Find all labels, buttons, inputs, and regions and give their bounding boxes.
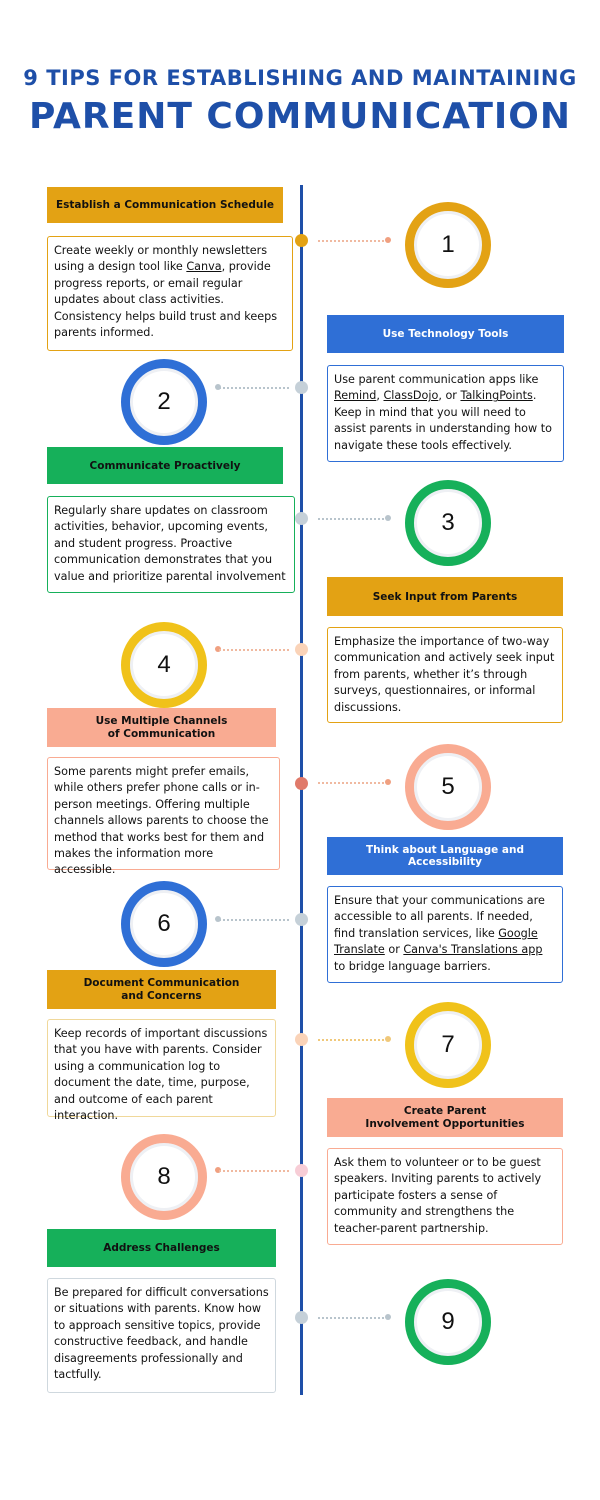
connector-4 [219,649,289,651]
tip-4-header: Seek Input from Parents [327,577,563,616]
connector-8 [219,1170,289,1172]
timeline-dot-2 [295,381,308,394]
tip-2-number-circle: 2 [121,359,207,445]
tip-1-box: Create weekly or monthly newsletters usi… [47,236,293,351]
tip-5-number-circle: 5 [405,744,491,830]
tip-3-box: Regularly share updates on classroom act… [47,496,295,593]
tip-6-header: Think about Language and Accessibility [327,837,563,875]
tip-7-header: Document Communication and Concerns [47,970,276,1009]
remind-link[interactable]: Remind [334,389,377,403]
timeline-dot-3 [295,512,308,525]
tip-5-box: Some parents might prefer emails, while … [47,757,280,876]
tip-6-box: Ensure that your communications are acce… [327,886,563,983]
tip-5-header: Use Multiple Channels of Communication [47,708,276,747]
connector-9 [318,1317,388,1319]
tip-1-number-circle: 1 [405,202,491,288]
title-line-2: PARENT COMMUNICATION [28,96,572,137]
canva-link[interactable]: Canva [186,260,222,274]
google-translate-link[interactable]: Google Translate [334,926,538,957]
tip-7-number-circle: 7 [405,1002,491,1088]
canva-translations-link[interactable]: Canva's Translations app [403,943,543,957]
connector-1 [318,240,388,242]
timeline-line [300,185,303,1395]
tip-7-box: Keep records of important discussions th… [47,1019,276,1122]
tip-8-header: Create Parent Involvement Opportunities [327,1098,563,1137]
classdojo-link[interactable]: ClassDojo [383,389,439,403]
tip-9-box: Be prepared for difficult conversations … [47,1278,276,1393]
timeline-dot-1 [295,234,308,247]
tip-1-header: Establish a Communication Schedule [47,187,283,223]
timeline-dot-4 [295,643,308,656]
timeline-dot-9 [295,1311,308,1324]
title-line-1: 9 TIPS FOR ESTABLISHING AND MAINTAINING [23,66,577,90]
connector-6 [219,919,289,921]
timeline-dot-5 [295,777,308,790]
connector-2 [219,387,289,389]
tip-3-number-circle: 3 [405,480,491,566]
timeline-dot-7 [295,1033,308,1046]
tip-8-number-circle: 8 [121,1134,207,1220]
tip-3-header: Communicate Proactively [47,447,283,484]
tip-4-box: Emphasize the importance of two-way comm… [327,627,563,723]
tip-4-number-circle: 4 [121,622,207,708]
tip-8-box: Ask them to volunteer or to be guest spe… [327,1148,563,1245]
talkingpoints-link[interactable]: TalkingPoints [460,389,533,403]
connector-7 [318,1039,388,1041]
timeline-dot-6 [295,913,308,926]
connector-5 [318,782,388,784]
connector-3 [318,518,388,520]
tip-9-header: Address Challenges [47,1229,276,1267]
tip-2-box: Use parent communication apps like Remin… [327,365,564,462]
tip-6-number-circle: 6 [121,881,207,967]
tip-2-header: Use Technology Tools [327,315,564,353]
tip-9-number-circle: 9 [405,1279,491,1365]
timeline-dot-8 [295,1164,308,1177]
